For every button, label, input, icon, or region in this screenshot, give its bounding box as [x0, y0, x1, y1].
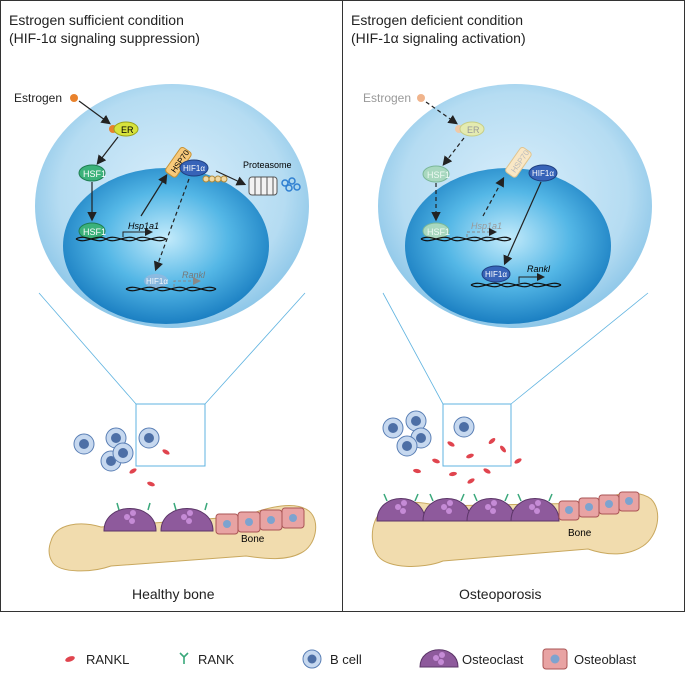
- rank-legend-icon: [179, 652, 189, 664]
- ubiquitin-chain: [202, 175, 228, 183]
- zoom-line: [382, 292, 444, 405]
- rankl-legend-label: RANKL: [86, 652, 130, 667]
- svg-text:HSF1: HSF1: [427, 170, 450, 180]
- nucleus: [63, 168, 269, 324]
- zoom-box: [442, 403, 512, 467]
- proteasome-icon: [248, 176, 278, 196]
- osteoblast-legend-icon: [542, 648, 568, 670]
- right-diagram: Estrogen ER HSF1 HSF1 Hsp1a1 HSP70 HIF1α…: [363, 84, 659, 567]
- estrogen-label: Estrogen: [363, 91, 411, 105]
- right-caption: Osteoporosis: [459, 586, 542, 602]
- left-diagram: Estrogen ER HSF1 HSF1 Hsp1a1 HSP70 HIF1α: [14, 84, 317, 572]
- zoom-line: [510, 292, 649, 405]
- hif1a-label: HIF1α: [183, 164, 205, 173]
- er-receptor: [113, 121, 139, 137]
- rank-receptors: [116, 502, 208, 511]
- right-panel: Estrogen deficient condition(HIF-1α sign…: [342, 0, 685, 612]
- left-caption: Healthy bone: [132, 586, 215, 602]
- right-title: Estrogen deficient condition(HIF-1α sign…: [351, 12, 526, 46]
- rankl-gene-label: Rankl: [182, 270, 206, 280]
- rankl-gene-label: Rankl: [527, 264, 551, 274]
- bone-label: Bone: [568, 528, 592, 539]
- hsf1-label: HSF1: [83, 169, 106, 179]
- er-receptor: [459, 121, 485, 137]
- rankl-molecules: [413, 438, 522, 484]
- osteoblast-legend-label: Osteoblast: [574, 652, 637, 667]
- degraded-fragments-icon: [281, 177, 301, 192]
- bcell-cluster: [73, 427, 160, 472]
- osteoclast-legend-label: Osteoclast: [462, 652, 524, 667]
- svg-text:ER: ER: [467, 125, 480, 135]
- bone-label: Bone: [241, 534, 265, 545]
- bcell-legend-label: B cell: [330, 652, 362, 667]
- left-panel: Estrogen sufficient condition(HIF-1α sig…: [0, 0, 343, 612]
- rankl-molecules: [129, 449, 170, 487]
- left-title: Estrogen sufficient condition(HIF-1α sig…: [9, 12, 200, 46]
- osteoclast-legend-icon: [419, 649, 459, 668]
- hsf1-protein: [78, 164, 106, 182]
- legend: [0, 612, 685, 675]
- estrogen-molecule: [70, 94, 78, 102]
- rank-receptors: [383, 493, 553, 502]
- osteoclast-cells: [103, 508, 214, 532]
- er-label: ER: [121, 125, 134, 135]
- zoom-box: [135, 403, 206, 467]
- hif1a-protein: [528, 164, 558, 182]
- rank-legend-label: RANK: [198, 652, 235, 667]
- proteasome-label: Proteasome: [243, 160, 292, 170]
- svg-text:Hsp1a1: Hsp1a1: [471, 221, 502, 231]
- zoom-line: [204, 292, 306, 405]
- rankl-legend-icon: [65, 656, 75, 662]
- hsp1a1-gene-label: Hsp1a1: [128, 221, 159, 231]
- svg-text:HSF1: HSF1: [427, 227, 450, 237]
- hsp70-protein: [505, 146, 532, 178]
- osteoblast-cells: [558, 491, 640, 521]
- osteoclast-cells: [376, 498, 560, 522]
- hsf1-protein: [422, 165, 450, 183]
- bcell-legend-icon: [302, 649, 322, 669]
- hif1a-bound: [481, 265, 511, 283]
- svg-text:HIF1α: HIF1α: [532, 169, 554, 178]
- svg-text:HIF1α: HIF1α: [485, 270, 507, 279]
- estrogen-label: Estrogen: [14, 91, 62, 105]
- svg-text:HIF1α: HIF1α: [146, 277, 168, 286]
- osteoblast-cells: [215, 507, 305, 535]
- zoom-line: [38, 292, 137, 405]
- svg-text:HSF1: HSF1: [83, 227, 106, 237]
- estrogen-molecule: [417, 94, 425, 102]
- hif1a-protein: [179, 159, 209, 177]
- nucleus: [405, 168, 611, 324]
- bcell-cluster: [382, 410, 475, 457]
